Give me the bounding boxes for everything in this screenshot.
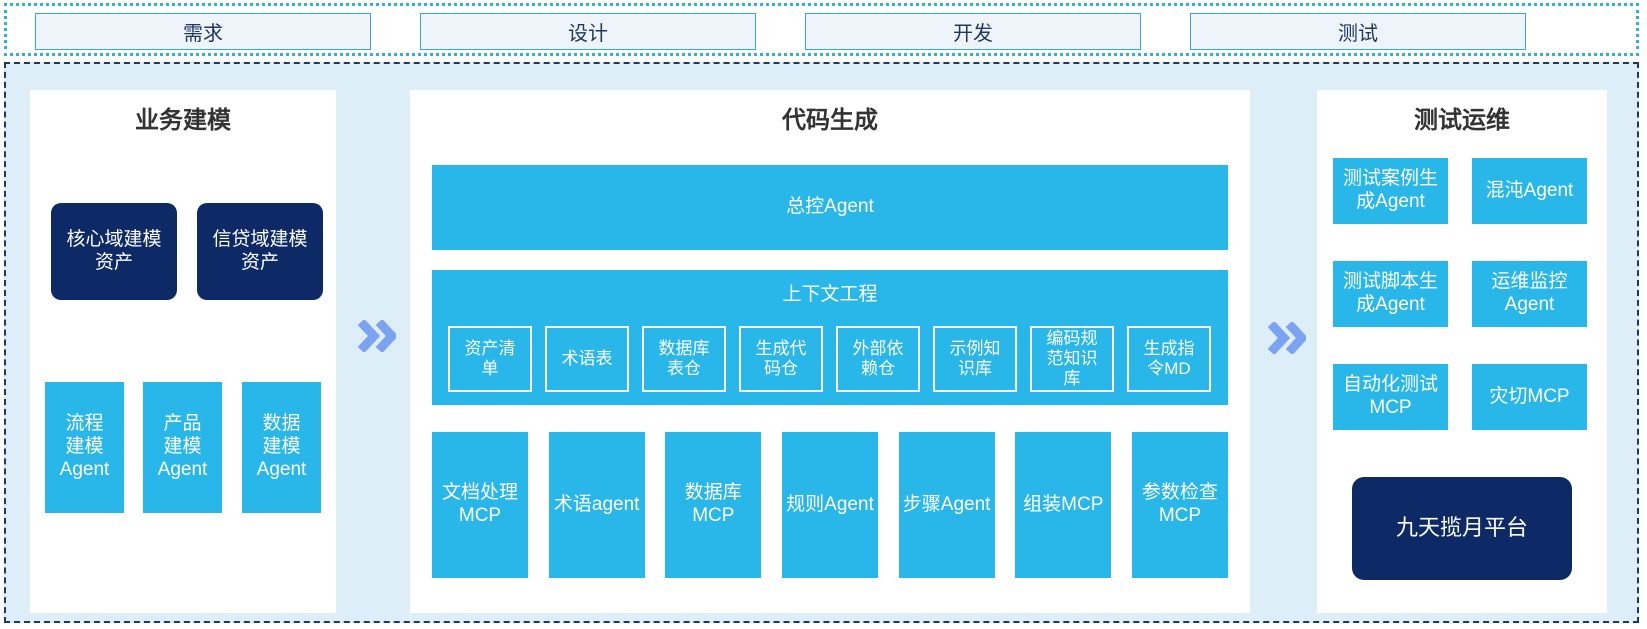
ctx-item-ext-dep-repo: 外部依赖仓	[836, 326, 920, 392]
phase-box-design: 设计	[420, 13, 756, 50]
panel-code-generation: 代码生成 总控Agent 上下文工程 资产清单 术语表 数据库表仓 生成代码仓 …	[410, 90, 1250, 613]
panel-title-test-ops: 测试运维	[1414, 107, 1510, 134]
platform-box-jiutian-lanyue: 九天揽月平台	[1352, 477, 1572, 580]
ctx-item-gen-code-repo: 生成代码仓	[739, 326, 823, 392]
panel-title-code-generation: 代码生成	[782, 107, 878, 134]
agent-box-product-modeling: 产品建模Agent	[143, 382, 222, 513]
ops-box-ops-monitor-agent: 运维监控Agent	[1472, 261, 1587, 327]
double-chevron-icon	[358, 320, 396, 352]
ops-box-test-case-gen-agent: 测试案例生成Agent	[1333, 158, 1448, 224]
ops-box-disaster-switch-mcp: 灾切MCP	[1472, 364, 1587, 430]
context-engineering-box: 上下文工程 资产清单 术语表 数据库表仓 生成代码仓 外部依赖仓 示例知识库 编…	[432, 270, 1228, 405]
panel-title-business-modeling: 业务建模	[135, 107, 231, 134]
ctx-item-gen-instruction-md: 生成指令MD	[1127, 326, 1211, 392]
phase-bar: 需求 设计 开发 测试	[4, 3, 1639, 56]
double-chevron-icon	[1268, 322, 1306, 354]
master-agent-bar: 总控Agent	[432, 165, 1228, 250]
main-area: 业务建模 核心域建模资产 信贷域建模资产 流程建模Agent 产品建模Agent…	[4, 62, 1639, 623]
tool-box-step-agent: 步骤Agent	[898, 432, 995, 578]
tool-box-doc-processing-mcp: 文档处理MCP	[432, 432, 528, 578]
phase-box-testing: 测试	[1190, 13, 1526, 50]
tool-box-database-mcp: 数据库MCP	[665, 432, 762, 578]
ctx-item-db-table-repo: 数据库表仓	[642, 326, 726, 392]
ops-box-chaos-agent: 混沌Agent	[1472, 158, 1587, 224]
asset-box-credit-domain: 信贷域建模资产	[197, 203, 323, 300]
ctx-item-glossary: 术语表	[545, 326, 629, 392]
ops-box-auto-test-mcp: 自动化测试MCP	[1333, 364, 1448, 430]
asset-box-core-domain: 核心域建模资产	[51, 203, 177, 300]
phase-box-development: 开发	[805, 13, 1141, 50]
ctx-item-asset-list: 资产清单	[448, 326, 532, 392]
tool-box-assembly-mcp: 组装MCP	[1015, 432, 1112, 578]
ctx-item-example-kb: 示例知识库	[933, 326, 1017, 392]
tool-box-rule-agent: 规则Agent	[781, 432, 878, 578]
ops-box-test-script-gen-agent: 测试脚本生成Agent	[1333, 261, 1448, 327]
panel-business-modeling: 业务建模 核心域建模资产 信贷域建模资产 流程建模Agent 产品建模Agent…	[30, 90, 336, 613]
tool-box-terminology-agent: 术语agent	[548, 432, 645, 578]
phase-box-requirements: 需求	[35, 13, 371, 50]
ctx-item-coding-standard-kb: 编码规范知识库	[1030, 326, 1114, 392]
agent-box-process-modeling: 流程建模Agent	[45, 382, 124, 513]
tool-box-param-check-mcp: 参数检查MCP	[1131, 432, 1228, 578]
panel-test-ops: 测试运维 测试案例生成Agent 混沌Agent 测试脚本生成Agent 运维监…	[1317, 90, 1607, 613]
agent-box-data-modeling: 数据建模Agent	[242, 382, 321, 513]
tools-row: 文档处理MCP 术语agent 数据库MCP 规则Agent 步骤Agent 组…	[432, 432, 1228, 578]
context-engineering-label: 上下文工程	[782, 284, 878, 305]
context-engineering-items: 资产清单 术语表 数据库表仓 生成代码仓 外部依赖仓 示例知识库 编码规范知识库…	[448, 326, 1211, 392]
